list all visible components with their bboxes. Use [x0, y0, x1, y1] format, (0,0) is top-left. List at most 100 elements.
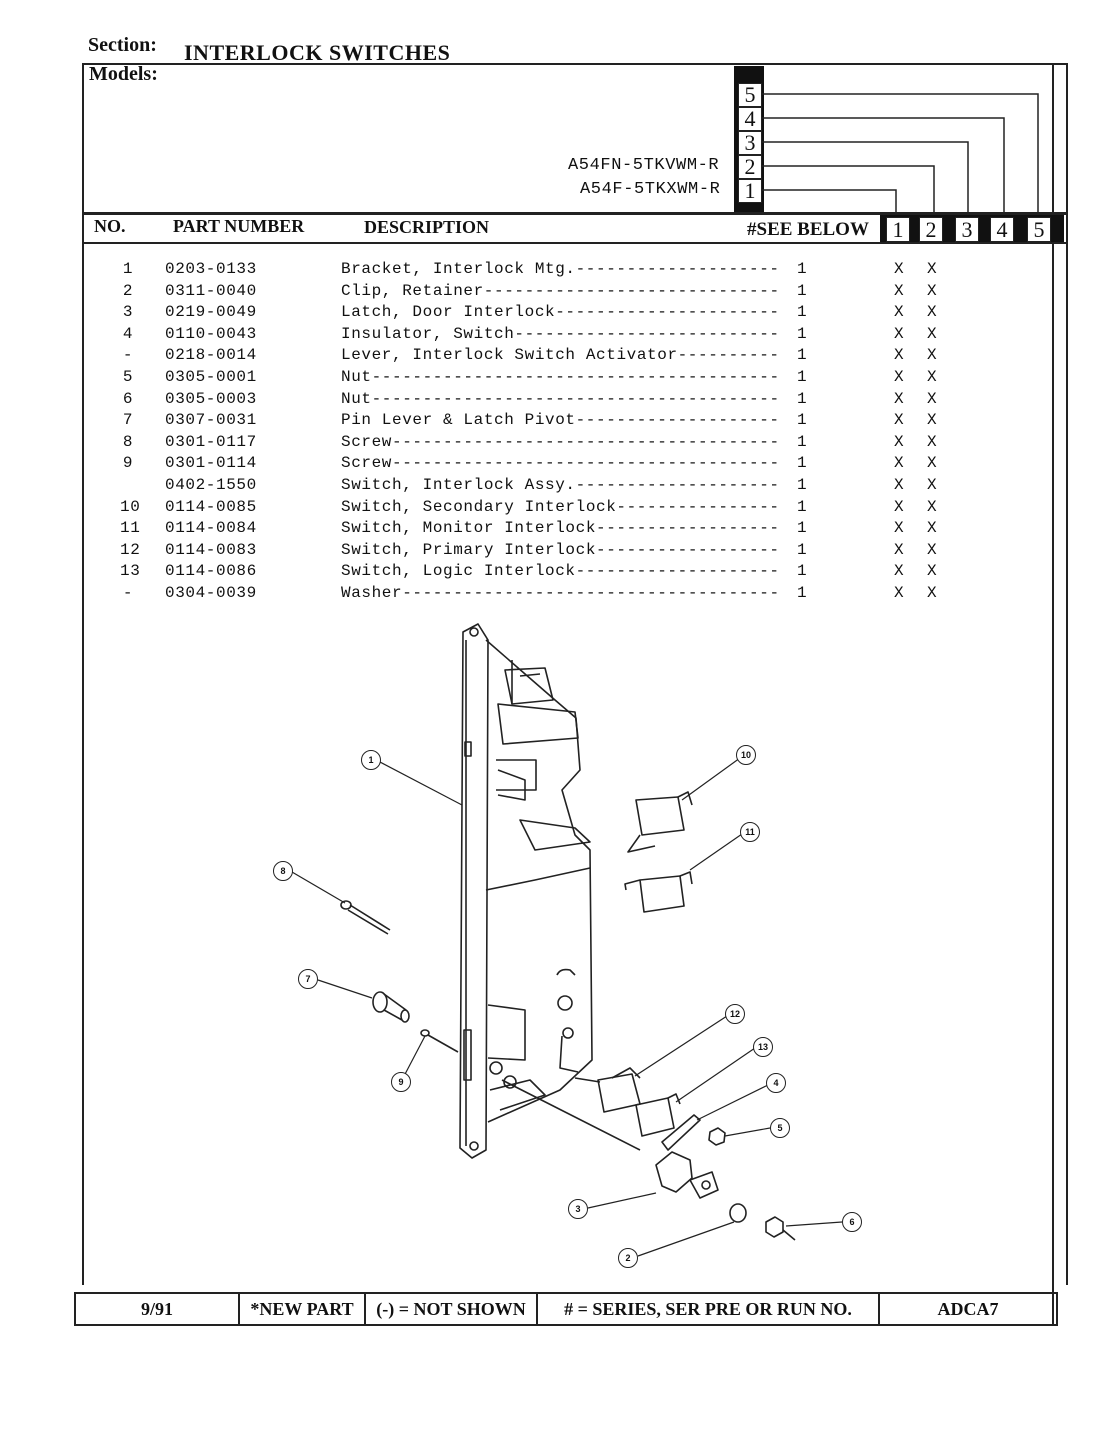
row-series-2-mark: X: [927, 368, 938, 386]
row-series-2-mark: X: [927, 584, 938, 602]
callout-1: 1: [361, 750, 381, 770]
row-series-2-mark: X: [927, 497, 938, 516]
col-header-part-number: PART NUMBER: [173, 216, 305, 236]
row-description: Switch, Logic Interlock: [341, 562, 576, 581]
callout-6: 6: [842, 1212, 862, 1232]
switch-13: [635, 1093, 681, 1137]
bracket-bar: [459, 623, 489, 1159]
row-part-number: 0219-0049: [165, 303, 257, 322]
model-col-4: 4: [738, 106, 762, 131]
row-series-1-mark: X: [894, 476, 905, 494]
switch-12: [574, 1067, 641, 1113]
row-series-2-mark: X: [927, 303, 938, 322]
row-quantity: 1: [797, 368, 808, 386]
row-series-1-mark: X: [894, 497, 905, 516]
row-leader-dashes: --------------------------------------: [392, 432, 780, 451]
row-quantity: 1: [797, 303, 808, 322]
row-description: Bracket, Interlock Mtg.: [341, 260, 576, 278]
callout-9: 9: [391, 1072, 411, 1092]
nut-6: [765, 1216, 784, 1238]
switch-11: [624, 871, 693, 913]
pin-7: [372, 991, 410, 1023]
row-quantity: 1: [797, 346, 808, 365]
nut-5: [708, 1127, 726, 1146]
row-leader-dashes: --------------------: [575, 562, 780, 581]
callout-leaders: [291, 757, 843, 1257]
model-col-5: 5: [738, 82, 762, 107]
row-series-2-mark: X: [927, 476, 938, 494]
row-leader-dashes: ----------------------------------------: [371, 389, 780, 408]
row-no: -: [122, 584, 134, 602]
row-quantity: 1: [797, 260, 808, 278]
latch: [655, 1151, 719, 1199]
row-description: Latch, Door Interlock: [341, 303, 556, 322]
row-leader-dashes: --------------------: [575, 260, 780, 278]
row-series-2-mark: X: [927, 260, 938, 278]
footer-code: ADCA7: [937, 1298, 999, 1319]
model-col-3: 3: [738, 130, 762, 155]
row-part-number: 0301-0117: [165, 432, 257, 451]
row-quantity: 1: [797, 324, 808, 343]
callout-10: 10: [736, 745, 756, 765]
row-description: Switch, Monitor Interlock: [341, 519, 597, 538]
col-header-description: DESCRIPTION: [364, 217, 490, 237]
row-series-2-mark: X: [927, 519, 938, 538]
row-description: Clip, Retainer: [341, 281, 484, 300]
row-series-1-mark: X: [894, 562, 905, 581]
row-leader-dashes: -------------------------------------: [402, 584, 780, 602]
row-no: 11: [120, 519, 141, 538]
row-quantity: 1: [797, 389, 808, 408]
washer: [729, 1203, 747, 1223]
row-leader-dashes: ------------------: [596, 540, 780, 559]
row-leader-dashes: --------------------: [575, 476, 780, 494]
row-series-1-mark: X: [894, 432, 905, 451]
series-col-3: 3: [955, 217, 979, 242]
callout-8: 8: [273, 861, 293, 881]
col-header-no: NO.: [94, 216, 126, 236]
callout-2: 2: [618, 1248, 638, 1268]
row-quantity: 1: [797, 411, 808, 430]
row-no: 2: [122, 281, 134, 300]
row-series-1-mark: X: [894, 346, 905, 365]
insulator: [661, 1114, 701, 1151]
footer-new-part: *NEW PART: [240, 1294, 366, 1324]
row-leader-dashes: ----------------------: [555, 303, 780, 322]
row-series-1-mark: X: [894, 368, 905, 386]
row-no: 8: [122, 432, 134, 451]
row-description: Nut: [341, 368, 372, 386]
row-series-1-mark: X: [894, 324, 905, 343]
row-leader-dashes: --------------------------: [514, 324, 780, 343]
row-part-number: 0218-0014: [165, 346, 257, 365]
callout-3: 3: [568, 1199, 588, 1219]
row-part-number: 0203-0133: [165, 260, 257, 278]
row-quantity: 1: [797, 454, 808, 473]
series-col-2: 2: [919, 217, 943, 242]
model-col-1: 1: [738, 178, 762, 203]
row-series-2-mark: X: [927, 346, 938, 365]
row-part-number: 0307-0031: [165, 411, 257, 430]
row-part-number: 0305-0003: [165, 389, 257, 408]
row-description: Insulator, Switch: [341, 324, 515, 343]
callout-4: 4: [766, 1073, 786, 1093]
callout-11: 11: [740, 822, 760, 842]
switch-10: [627, 791, 693, 853]
bracket-plate: [485, 639, 641, 1151]
exploded-diagram: [291, 623, 843, 1257]
row-leader-dashes: ----------: [677, 346, 780, 365]
row-series-2-mark: X: [927, 432, 938, 451]
row-description: Lever, Interlock Switch Activator: [341, 346, 678, 365]
row-no: 13: [120, 562, 141, 581]
row-no: 3: [122, 303, 134, 322]
row-quantity: 1: [797, 281, 808, 300]
series-col-1: 1: [886, 217, 910, 242]
row-series-2-mark: X: [927, 562, 938, 581]
section-title: INTERLOCK SWITCHES: [184, 40, 451, 65]
